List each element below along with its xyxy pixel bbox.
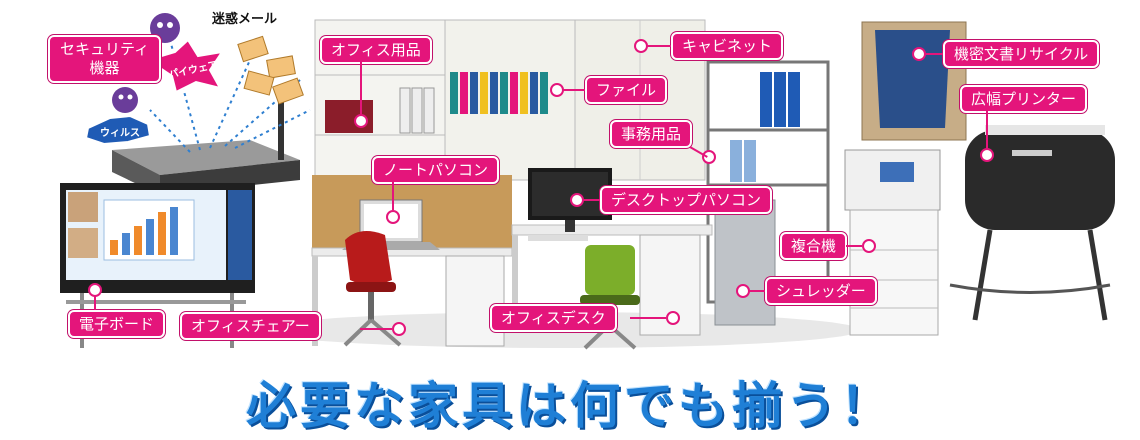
desktop-illustration bbox=[528, 168, 612, 241]
spyware-burst bbox=[145, 38, 225, 94]
lead-confidential-recycle bbox=[924, 53, 943, 55]
lead-desktop bbox=[582, 199, 600, 201]
lead-whiteboard bbox=[94, 295, 96, 310]
label-office-desk: オフィスデスク bbox=[490, 304, 617, 332]
lead-shredder bbox=[748, 290, 765, 292]
virus-text: ウィルス bbox=[100, 128, 140, 139]
security-router bbox=[112, 100, 300, 195]
label-security-equipment: セキュリティ 機器 bbox=[48, 35, 162, 83]
pointer-mfp bbox=[862, 239, 876, 253]
lead-laptop bbox=[392, 182, 394, 210]
red-chair-illustration bbox=[343, 231, 402, 347]
lead-file bbox=[562, 89, 585, 91]
lead-office-supplies bbox=[360, 62, 362, 114]
pointer-office-supplies bbox=[354, 114, 368, 128]
electronic-whiteboard bbox=[60, 183, 255, 348]
pointer-office-chair bbox=[392, 322, 406, 336]
label-office-chair: オフィスチェアー bbox=[180, 312, 321, 340]
pointer-office-desk bbox=[666, 311, 680, 325]
lead-office-desk bbox=[630, 317, 666, 319]
pointer-laptop bbox=[386, 210, 400, 224]
wide-printer-illustration bbox=[949, 125, 1115, 321]
shredder-illustration bbox=[714, 199, 776, 326]
label-laptop: ノートパソコン bbox=[372, 156, 500, 184]
label-confidential-recycle: 機密文書リサイクル bbox=[943, 40, 1100, 68]
signal-lines bbox=[149, 39, 311, 153]
spam-mail-text: 迷惑メール bbox=[212, 12, 278, 27]
headline: 必要な家具は何でも揃う！ bbox=[246, 377, 894, 435]
mfp-illustration bbox=[844, 149, 941, 336]
lead-cabinet bbox=[646, 45, 671, 47]
steel-rack bbox=[706, 60, 830, 304]
lead-mfp bbox=[846, 245, 862, 247]
virus-burst bbox=[84, 114, 152, 146]
spam-envelopes bbox=[237, 35, 304, 105]
label-desktop: デスクトップパソコン bbox=[600, 186, 773, 214]
label-cabinet: キャビネット bbox=[671, 32, 784, 60]
label-whiteboard: 電子ボード bbox=[68, 310, 166, 338]
label-file: ファイル bbox=[585, 76, 668, 104]
label-security-line1: セキュリティ bbox=[60, 40, 150, 58]
label-office-supplies: オフィス用品 bbox=[320, 36, 432, 64]
pointer-stationery bbox=[702, 150, 716, 164]
label-stationery: 事務用品 bbox=[610, 120, 693, 148]
label-mfp: 複合機 bbox=[780, 232, 848, 260]
pointer-wide-printer bbox=[980, 148, 994, 162]
lead-office-chair bbox=[360, 328, 392, 330]
label-wide-printer: 広幅プリンター bbox=[960, 85, 1088, 113]
label-security-line2: 機器 bbox=[89, 59, 120, 77]
virus-monster bbox=[112, 13, 180, 113]
lead-wide-printer bbox=[986, 111, 988, 148]
label-shredder: シュレッダー bbox=[765, 277, 877, 305]
